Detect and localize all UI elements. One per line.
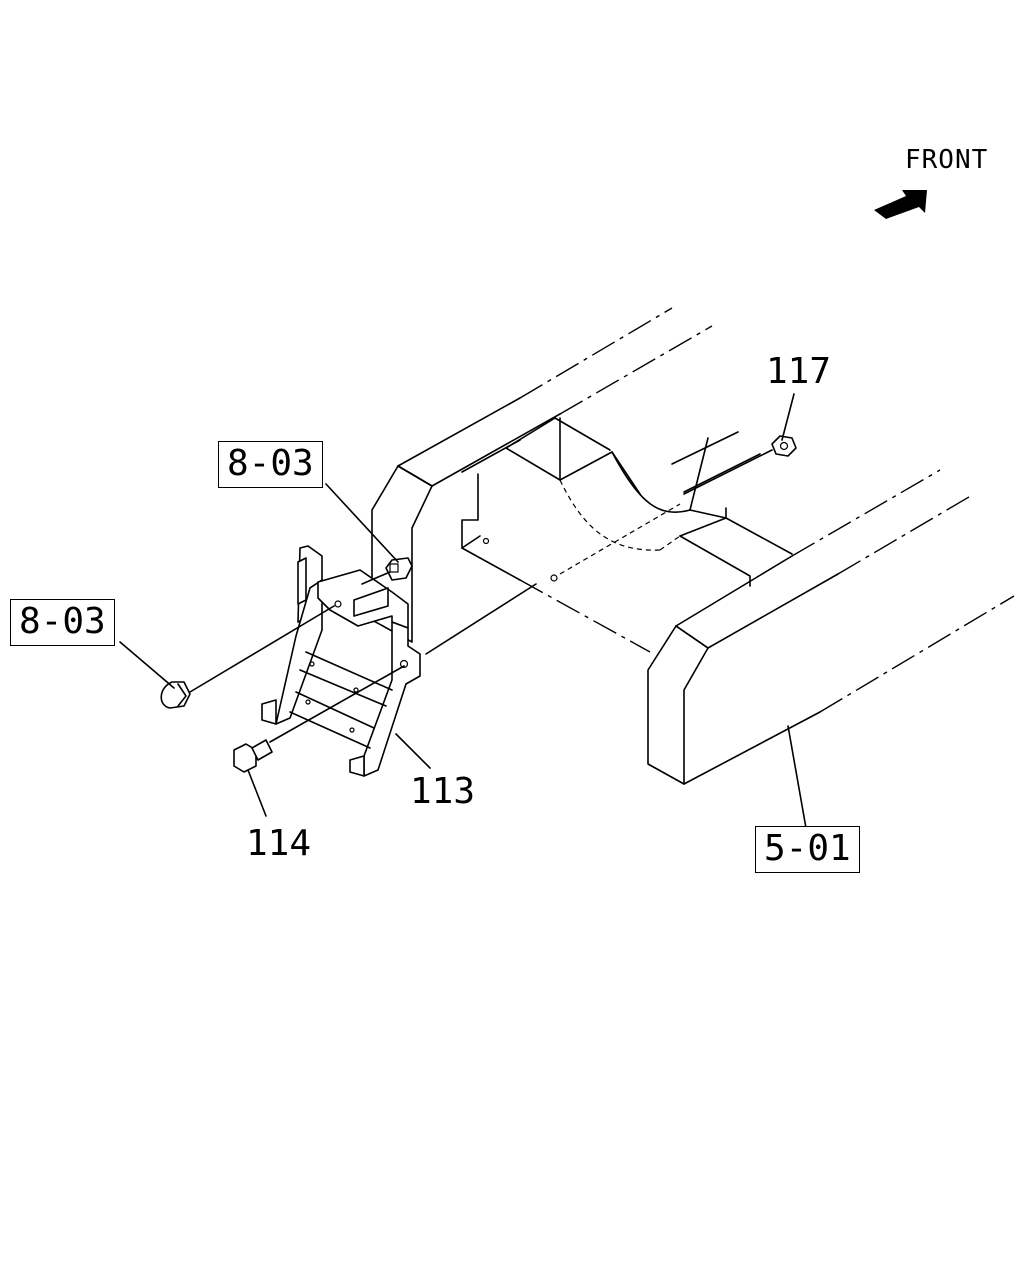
connector-8-03-left <box>160 681 191 709</box>
leader-frame <box>787 725 807 829</box>
bracket-frame-axis <box>425 583 537 655</box>
leader-connector-left <box>119 641 175 689</box>
callout-bolt: 114 <box>246 823 312 864</box>
front-arrow-icon <box>874 190 927 219</box>
callout-nut: 117 <box>766 351 832 392</box>
bolt-axis-line <box>269 665 405 743</box>
callout-bracket: 113 <box>410 771 476 812</box>
hidden-axis-line <box>559 503 681 575</box>
nut-axis-line <box>683 449 773 495</box>
leader-bracket <box>395 733 431 769</box>
leader-nut <box>781 393 795 441</box>
leader-bolt <box>247 769 267 817</box>
bolt-114 <box>233 739 273 773</box>
front-label: FRONT <box>905 145 989 175</box>
bracket-113 <box>261 545 421 777</box>
callout-frame: 5-01 <box>755 826 860 873</box>
callout-connector-top: 8-03 <box>218 441 323 488</box>
connector-left-axis <box>189 605 335 693</box>
nut-117 <box>771 435 797 457</box>
connector-8-03-top <box>385 557 413 581</box>
connector-top-axis <box>361 571 391 585</box>
frame-rails <box>371 307 1015 785</box>
callout-connector-left: 8-03 <box>10 599 115 646</box>
leader-connector-top <box>325 483 399 563</box>
